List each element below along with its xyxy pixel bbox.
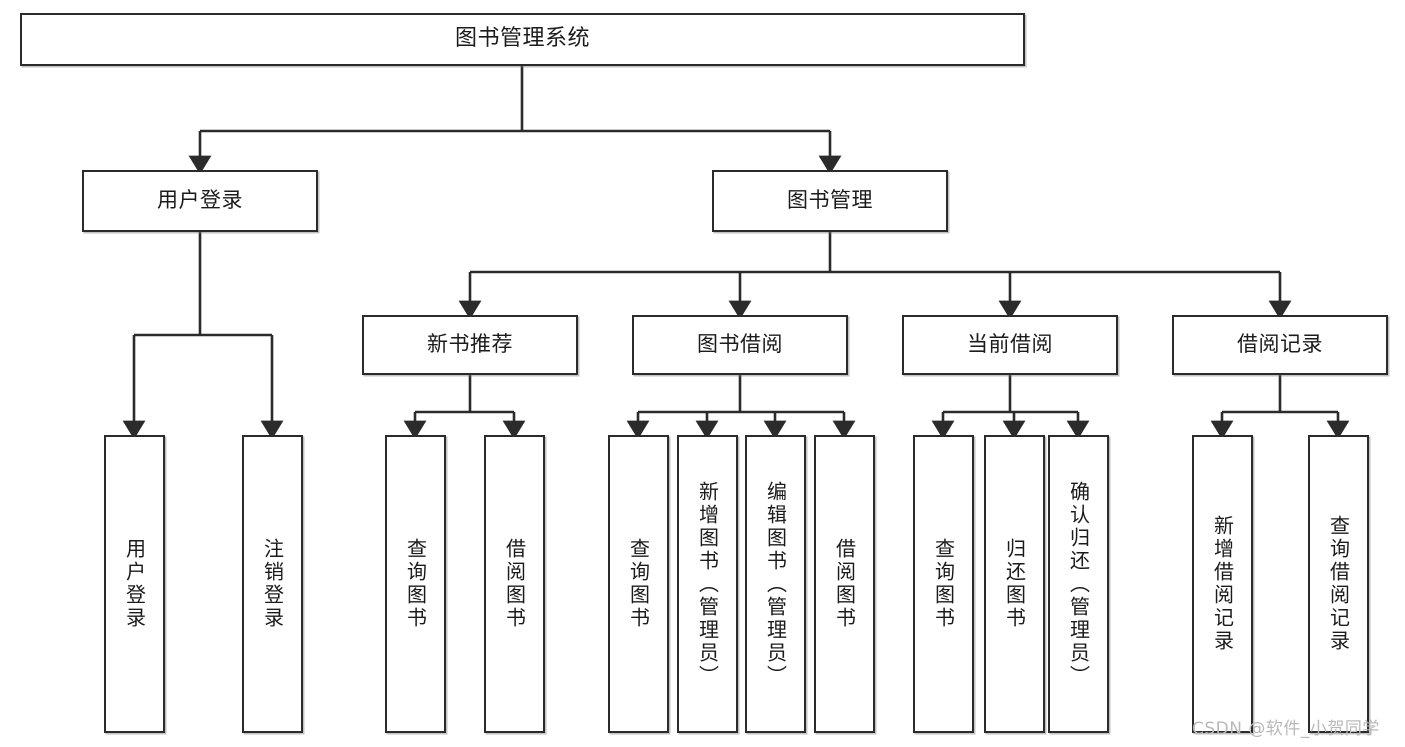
node-label: 图书借阅 — [697, 332, 783, 357]
node-label: 用户登录 — [122, 538, 147, 630]
node-label: 查询借阅记录 — [1326, 515, 1351, 653]
leaf-query-book-borrow[interactable]: 查询图书 — [608, 435, 669, 733]
node-label: 借阅记录 — [1237, 332, 1323, 357]
leaf-user-login[interactable]: 用户登录 — [104, 435, 165, 733]
node-label: 归还图书 — [1002, 538, 1027, 630]
node-current-borrow[interactable]: 当前借阅 — [902, 315, 1118, 375]
leaf-confirm-return-admin[interactable]: 确认归还（管理员） — [1048, 435, 1109, 733]
node-label: 借阅图书 — [502, 538, 527, 630]
node-label: 注销登录 — [260, 538, 285, 630]
leaf-query-borrow-record[interactable]: 查询借阅记录 — [1308, 435, 1369, 733]
node-label: 查询图书 — [403, 538, 428, 630]
node-book-borrow[interactable]: 图书借阅 — [632, 315, 848, 375]
leaf-return-book[interactable]: 归还图书 — [984, 435, 1045, 733]
node-label: 用户登录 — [157, 188, 243, 213]
node-label: 借阅图书 — [832, 538, 857, 630]
node-label: 新增借阅记录 — [1210, 515, 1235, 653]
node-label: 图书管理 — [787, 188, 873, 213]
node-label: 图书管理系统 — [454, 26, 590, 52]
leaf-add-borrow-record[interactable]: 新增借阅记录 — [1192, 435, 1253, 733]
node-book-management[interactable]: 图书管理 — [712, 170, 948, 232]
leaf-user-logout[interactable]: 注销登录 — [242, 435, 303, 733]
node-label: 确认归还（管理员） — [1066, 480, 1091, 688]
leaf-borrow-book[interactable]: 借阅图书 — [814, 435, 875, 733]
node-label: 新增图书（管理员） — [695, 480, 720, 688]
leaf-add-book-admin[interactable]: 新增图书（管理员） — [677, 435, 738, 733]
node-user-login[interactable]: 用户登录 — [82, 170, 318, 232]
leaf-borrow-book-recommend[interactable]: 借阅图书 — [484, 435, 545, 733]
node-label: 编辑图书（管理员） — [763, 480, 788, 688]
node-label: 当前借阅 — [967, 332, 1053, 357]
leaf-query-book-recommend[interactable]: 查询图书 — [385, 435, 446, 733]
node-label: 查询图书 — [931, 538, 956, 630]
csdn-watermark: CSDN @软件_小贺同学 — [1192, 719, 1380, 739]
node-new-book-recommend[interactable]: 新书推荐 — [362, 315, 578, 375]
leaf-edit-book-admin[interactable]: 编辑图书（管理员） — [745, 435, 806, 733]
node-label: 查询图书 — [626, 538, 651, 630]
node-borrow-record[interactable]: 借阅记录 — [1172, 315, 1388, 375]
leaf-query-book-current[interactable]: 查询图书 — [913, 435, 974, 733]
node-root-system[interactable]: 图书管理系统 — [20, 13, 1025, 66]
node-label: 新书推荐 — [427, 332, 513, 357]
